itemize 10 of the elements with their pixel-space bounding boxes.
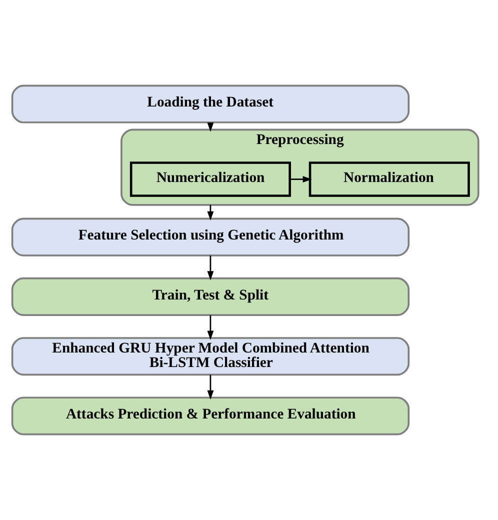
node-box: Train, Test & Split xyxy=(11,277,410,316)
node-box: Enhanced GRU Hyper Model Combined Attention Bi-LSTM Classifier xyxy=(11,337,410,376)
node-box: Attacks Prediction & Performance Evaluation xyxy=(11,396,410,436)
arrow xyxy=(207,374,214,400)
arrow xyxy=(207,256,214,280)
node-box: Feature Selection using Genetic Algorithm xyxy=(11,218,410,256)
arrow xyxy=(290,176,312,182)
node-box: Normalization xyxy=(308,162,470,197)
node-box: Numericalization xyxy=(130,162,291,197)
arrow xyxy=(207,315,214,340)
